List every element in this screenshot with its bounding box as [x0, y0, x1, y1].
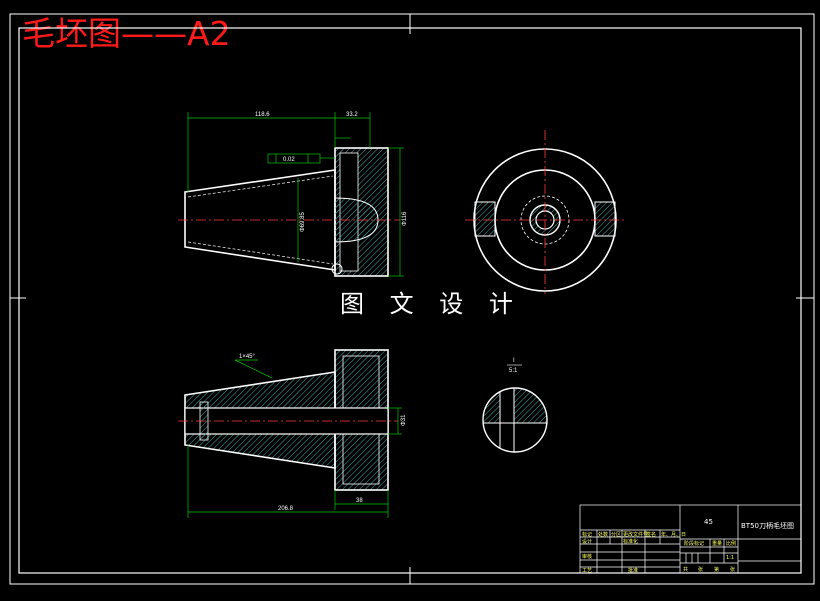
- tb-page: 第: [714, 566, 719, 573]
- tb-process: 工艺: [582, 568, 592, 574]
- title-block-drawing-name: BT50刀柄毛坯图: [741, 521, 794, 530]
- tb-row-change-doc: 更改文件号: [623, 531, 648, 538]
- title-block: [579, 504, 802, 574]
- bottom-section-view: 206.8 38 Φ31 1×45°: [178, 349, 407, 518]
- dim-flange-diameter: Φ116: [402, 211, 408, 226]
- tb-stage-mark: 阶段标记: [684, 540, 704, 547]
- tb-row-sign: 签名: [646, 531, 656, 538]
- outer-frame: [9, 13, 815, 585]
- tb-scale-value: 1:1: [726, 555, 734, 561]
- tb-row-date: 年、月、日: [661, 531, 686, 538]
- dim-top-length: 118.6: [255, 112, 270, 118]
- tb-sheet: 张: [698, 566, 703, 573]
- dim-top-flange: 33.2: [346, 112, 358, 118]
- tb-weight: 重量: [712, 540, 722, 547]
- title-block-material: 45: [704, 518, 713, 526]
- tb-standard: 标准化: [623, 538, 638, 545]
- dim-bottom-length: 206.8: [278, 506, 294, 512]
- tb-total: 共: [683, 566, 688, 573]
- dim-taper-tolerance: 0.02: [283, 157, 295, 163]
- tb-row-zone: 分区: [611, 531, 621, 538]
- tb-row-count: 处数: [598, 531, 608, 538]
- dim-bottom-flange: 38: [356, 498, 363, 504]
- dim-chamfer-note: 1×45°: [239, 354, 256, 360]
- tb-approve: 批准: [628, 567, 638, 574]
- tb-check: 审核: [582, 553, 592, 560]
- detail-label: I: [513, 358, 515, 364]
- centering-marks: [10, 14, 814, 584]
- dim-taper-diameter: Φ69.85: [300, 212, 306, 232]
- dim-bore: Φ31: [401, 414, 407, 426]
- tb-ratio: 比例: [726, 540, 736, 547]
- tb-page-sheet: 张: [730, 566, 735, 573]
- top-section-view: 118.6 33.2 0.02 Φ69.85 Φ116: [178, 112, 408, 277]
- detail-view-i: I 5:1: [482, 358, 548, 453]
- detail-scale: 5:1: [509, 368, 518, 374]
- tb-row-mark: 标记: [582, 531, 592, 538]
- tb-design: 设计: [582, 538, 592, 545]
- end-view: [465, 130, 625, 294]
- watermark-text: 图 文 设 计: [340, 290, 522, 318]
- drawing-title-banner: 毛坯图——A2: [22, 14, 231, 53]
